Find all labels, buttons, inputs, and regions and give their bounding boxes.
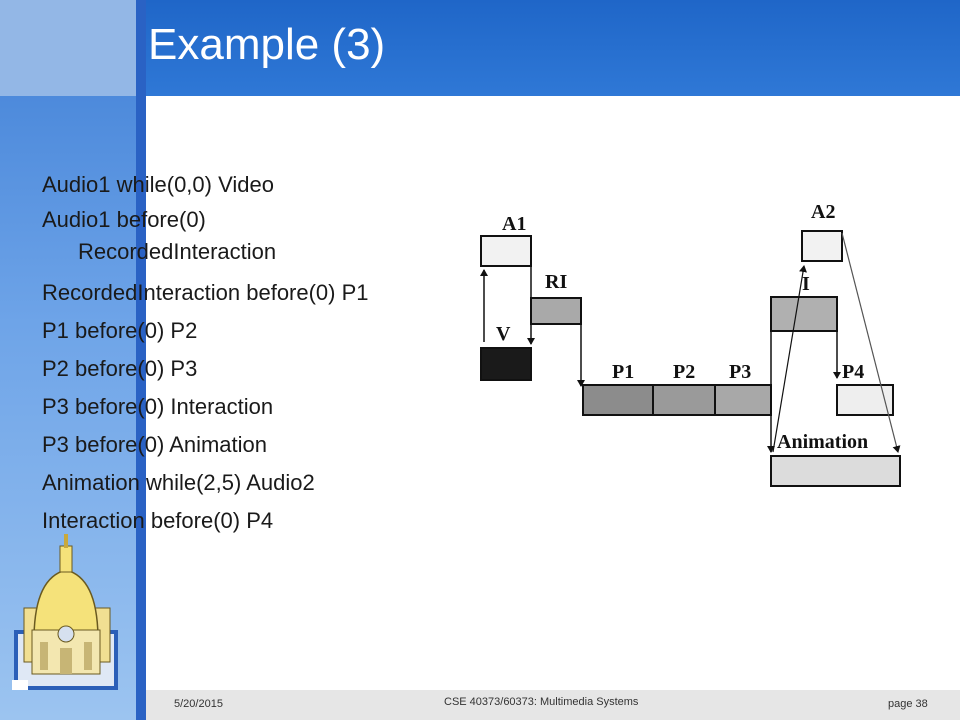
bullet-item: P3 before(0) Interaction (42, 394, 274, 419)
label-animation: Animation (777, 431, 868, 453)
block-p2 (652, 384, 716, 416)
label-i: I (802, 273, 810, 295)
label-ri: RI (545, 271, 567, 293)
bullet-list: Audio1 while(0,0) Video Audio1 before(0)… (42, 166, 462, 540)
label-a1: A1 (502, 213, 526, 235)
bullet-item: P1 before(0) P2 (42, 318, 198, 343)
block-ri (530, 297, 582, 325)
label-p1: P1 (612, 361, 634, 383)
bullet-item: Audio1 before(0) RecordedInteraction (42, 204, 462, 268)
vertical-divider-bar (136, 0, 146, 720)
left-decoration-top (0, 0, 136, 96)
label-p3: P3 (729, 361, 751, 383)
label-p2: P2 (673, 361, 695, 383)
footer-bar (146, 690, 960, 720)
block-interaction (770, 296, 838, 332)
block-p4 (836, 384, 894, 416)
label-v: V (496, 323, 511, 345)
bullet-line: Audio1 before(0) (42, 207, 206, 232)
bullet-item: Interaction before(0) P4 (42, 508, 274, 533)
footer-page-number: page 38 (888, 698, 928, 710)
bullet-item: P3 before(0) Animation (42, 432, 268, 457)
arrow-a2-animation (841, 232, 901, 453)
block-p1 (582, 384, 654, 416)
bullet-line: RecordedInteraction (78, 239, 277, 264)
bullet-item: P2 before(0) P3 (42, 356, 198, 381)
label-a2: A2 (811, 201, 835, 223)
dome-logo (12, 534, 118, 690)
timing-diagram: A1 V RI P1 P2 P3 A2 I P4 Animation (480, 201, 901, 487)
arrow-animation-a2 (772, 265, 807, 453)
block-a1 (480, 235, 532, 267)
footer-date: 5/20/2015 (174, 698, 223, 710)
bullet-item: Animation while(2,5) Audio2 (42, 470, 315, 495)
bullet-item: Audio1 while(0,0) Video (42, 172, 274, 197)
block-animation (770, 455, 901, 487)
block-a2 (801, 230, 843, 262)
bullet-item: RecordedInteraction before(0) P1 (42, 280, 369, 305)
footer-course: CSE 40373/60373: Multimedia Systems (444, 696, 639, 708)
label-p4: P4 (842, 361, 864, 383)
block-v (480, 347, 532, 381)
block-p3 (714, 384, 772, 416)
slide-title: Example (3) (148, 20, 386, 69)
title-header-bar (146, 0, 960, 96)
